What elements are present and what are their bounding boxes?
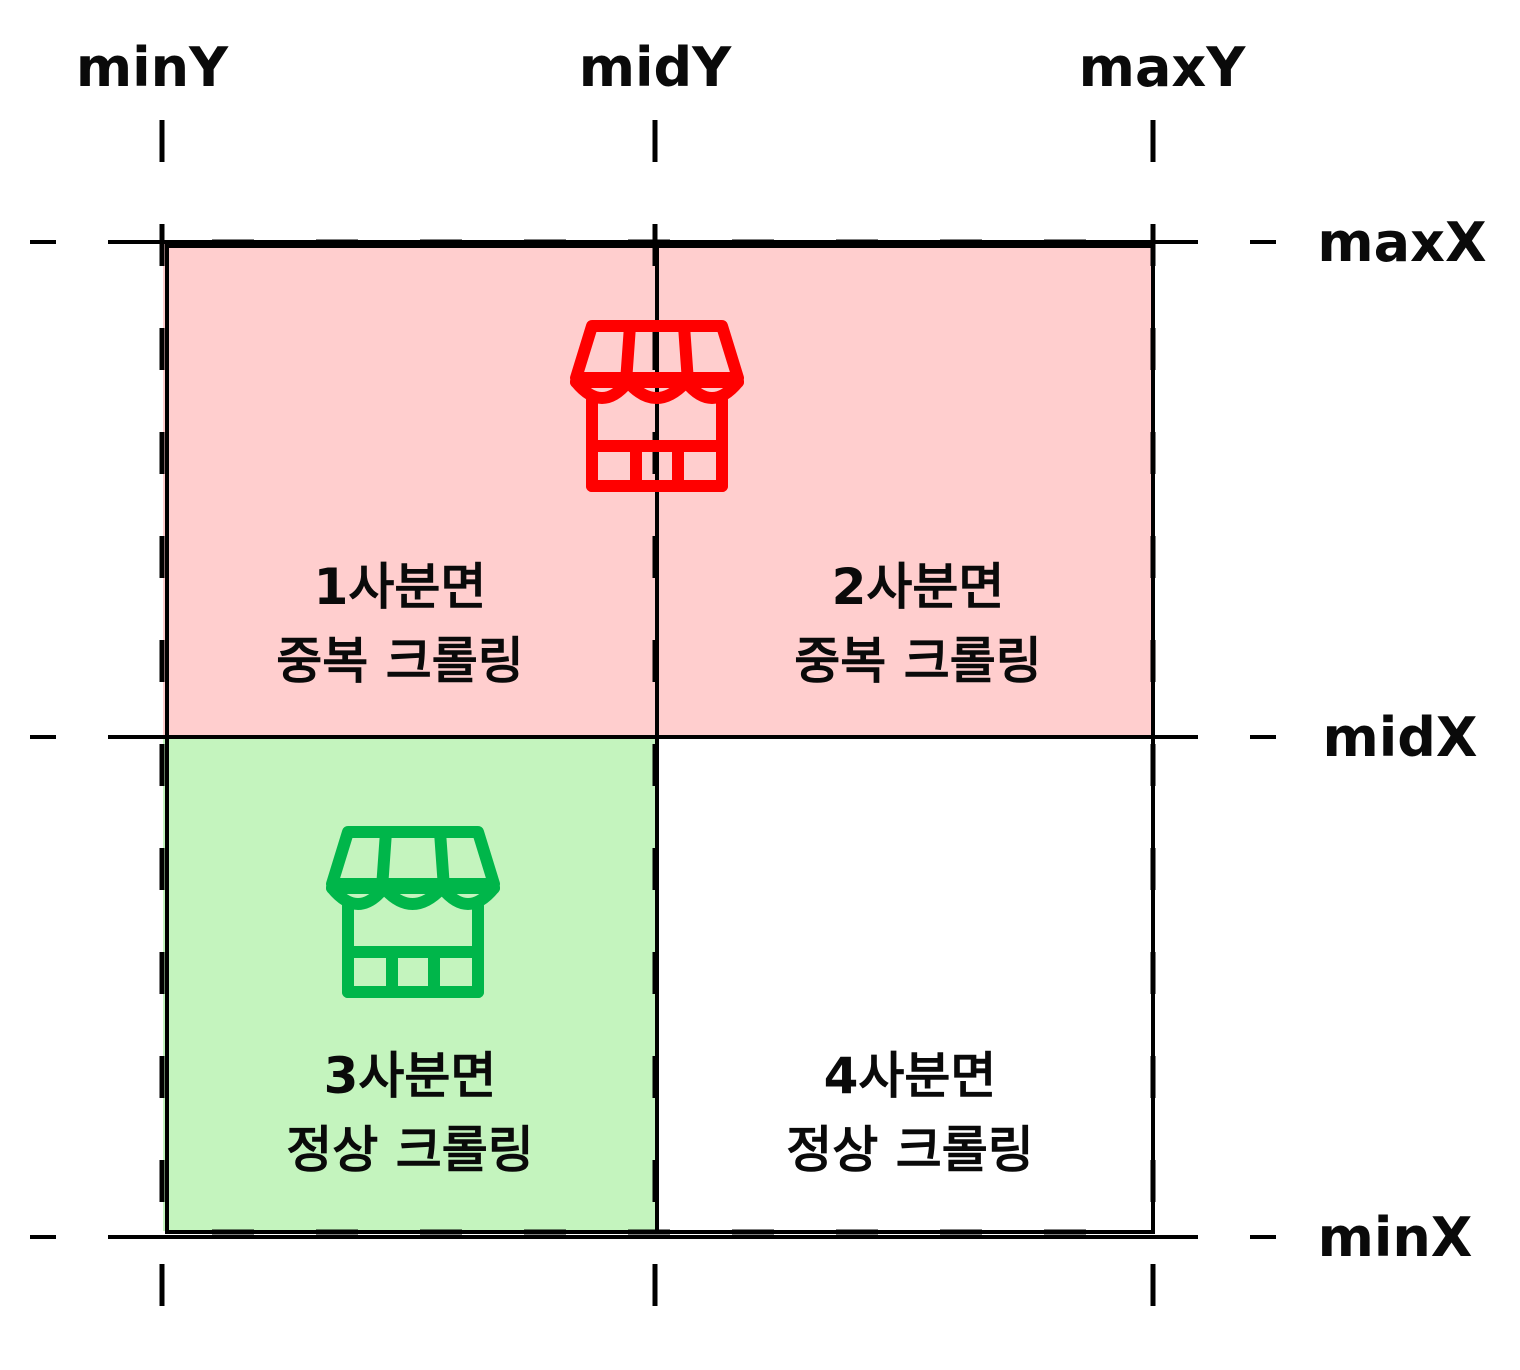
- quadrant-2-fill: [655, 242, 1153, 737]
- quadrant-4-subtitle: 정상 크롤링: [786, 1121, 1033, 1179]
- axis-label-min-x: minX: [1318, 1206, 1473, 1269]
- quadrant-1-subtitle: 중복 크롤링: [276, 632, 523, 690]
- store-icon: [570, 320, 744, 492]
- quadrant-2-subtitle: 중복 크롤링: [794, 632, 1041, 690]
- store-icon: [326, 826, 500, 998]
- axis-label-max-y: maxY: [1079, 36, 1247, 99]
- axis-label-mid-y: midY: [579, 36, 732, 99]
- quadrant-3-subtitle: 정상 크롤링: [286, 1121, 533, 1179]
- quadrant-2-title: 2사분면: [832, 558, 1005, 616]
- axis-label-max-x: maxX: [1317, 211, 1486, 274]
- axis-label-mid-x: midX: [1322, 706, 1477, 769]
- axis-tick-dashes: [30, 240, 1276, 1239]
- quadrant-3-title: 3사분면: [324, 1047, 497, 1105]
- grid-dashed-lines: [159, 120, 1156, 1340]
- quadrant-1-fill: [163, 242, 655, 737]
- quadrant-3-fill: [163, 737, 655, 1231]
- quadrant-4-fill: [655, 737, 1153, 1231]
- axis-label-min-y: minY: [76, 36, 229, 99]
- quadrant-1-title: 1사분면: [314, 558, 487, 616]
- quadrant-4-title: 4사분면: [824, 1047, 997, 1105]
